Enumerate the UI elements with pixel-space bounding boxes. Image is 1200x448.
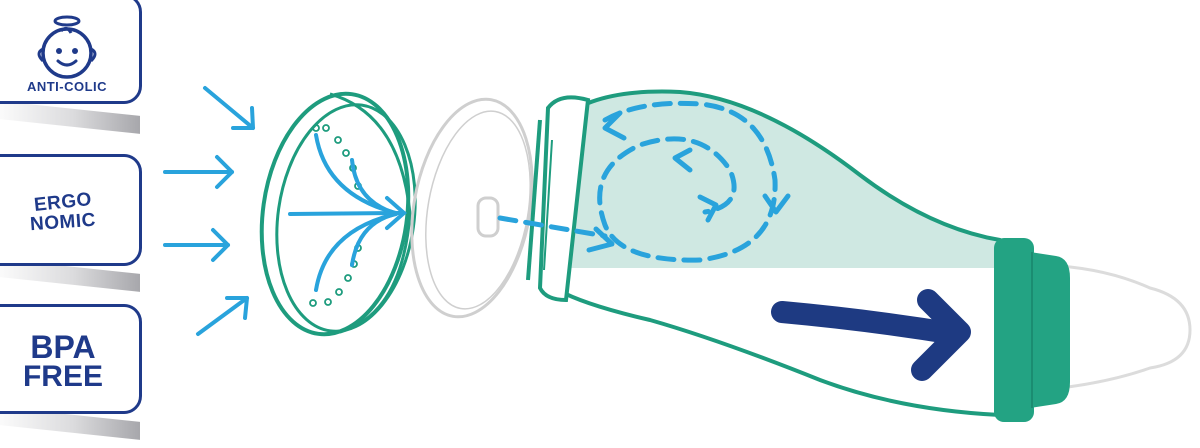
air-flow-path	[497, 100, 778, 263]
anti-colic-badge: ANTI-COLIC	[0, 0, 142, 104]
nipple	[1059, 264, 1192, 390]
flow-arrow-icon	[771, 289, 971, 381]
bpa-free-label-line2: FREE	[22, 360, 103, 393]
anti-colic-label: ANTI-COLIC	[26, 79, 108, 94]
baby-face-icon	[37, 15, 97, 79]
ergonomic-badge: ERGO NOMIC	[0, 154, 142, 266]
membrane-disc	[410, 97, 534, 319]
bpa-free-badge: BPA FREE	[0, 304, 142, 414]
air-inflow-arrow-icon	[163, 228, 230, 262]
air-valve-disc-icon	[259, 91, 417, 337]
bpa-free-label-line1: BPA	[30, 329, 96, 365]
air-inflow-arrow-icon	[196, 296, 249, 336]
bpa-free-label: BPA FREE	[19, 329, 107, 393]
air-inflow-arrow-icon	[203, 86, 255, 130]
air-inflow-arrows	[163, 86, 255, 336]
bottle-collar	[994, 238, 1070, 422]
swirl-arrow-icon	[586, 110, 791, 253]
air-inflow-arrow-icon	[163, 155, 234, 189]
